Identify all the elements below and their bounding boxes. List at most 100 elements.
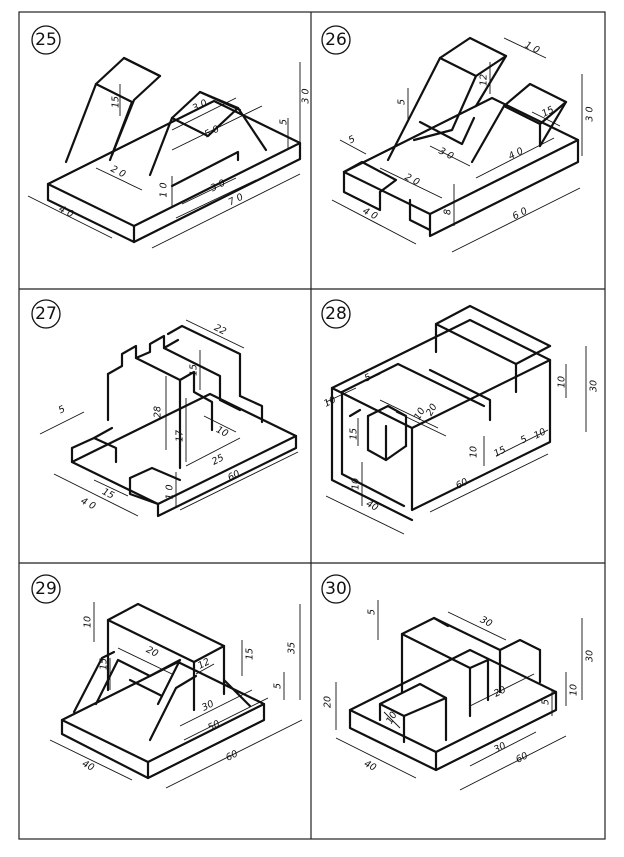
isometric-object-29 [60,602,266,780]
panel-number: 26 [325,30,347,50]
dim-label: 40 [362,758,378,773]
dim-label: 30 [585,650,596,662]
dim-label: 30 [492,740,508,755]
dim-label: 5 [273,683,284,689]
dim-label: 2 0 [109,164,127,181]
dim-label: 5 [367,609,378,615]
dim-label: 5 [397,99,408,105]
isometric-object-26 [342,36,580,238]
panel-number-circle [31,299,61,329]
dim-label: 3 0 [301,88,312,103]
dim-label: 20 [144,644,160,659]
dim-label: 15 [349,428,360,440]
dim-label: 15 [540,104,556,119]
dim-label: 5 [541,699,552,705]
panel-26: 26 [321,25,596,253]
dim-label: 10 [322,394,338,409]
dim-label: 40 [80,758,96,773]
dim-label: 60 [224,748,240,763]
panel-number-circle [31,574,61,604]
dim-label: 25 [210,452,226,467]
dim-label: 28 [153,406,164,418]
outer-border [18,11,606,840]
dimension-labels-27: 22 15 5 28 17 10 25 15 4 0 1 0 60 [57,322,242,512]
dim-label: 1 0 [159,182,170,197]
dim-label: 10 [569,684,580,696]
dim-label: 15 [111,96,122,108]
dim-label: 10 [557,376,568,388]
dim-label: 12 [479,74,490,86]
isometric-object-30 [348,616,558,772]
panel-number-circle [321,574,351,604]
dim-label: 20 [323,696,334,708]
dim-label: 30 [478,614,494,629]
dim-label: 1 0 [523,40,541,57]
panel-29: 29 10 [31,574,303,789]
panel-number: 25 [35,30,57,50]
dimension-labels-29: 10 20 15 12 15 35 5 30 50 60 40 [80,616,297,774]
dim-label: 4 0 [507,146,525,163]
dim-label: 5 [279,119,290,125]
dim-label: 15 [189,364,200,376]
dim-label: 10 [384,710,400,726]
dim-label: 10 [469,446,480,458]
dim-label: 3 0 [191,98,209,115]
dim-label: 15 [245,648,256,660]
dimension-labels-25: 15 3 0 3 0 5 0 5 2 0 1 0 3 0 7 0 4 0 [57,88,312,220]
panel-27: 27 [31,299,299,518]
panel-number-circle [321,25,351,55]
dimensions-29 [49,602,303,789]
dim-label: 20 [492,684,508,699]
dim-label: 2 0 [403,172,421,189]
dim-label: 22 [212,322,228,337]
dim-label: 5 [363,372,373,385]
dim-label: 60 [454,476,470,491]
dim-label: 15 [100,486,116,501]
panel-30: 30 5 [321,574,596,791]
dimensions-30 [335,600,583,791]
dimensions-28 [325,346,587,535]
dim-label: 3 0 [585,106,596,121]
panel-28: 28 [321,299,600,535]
panel-number: 29 [35,579,57,599]
dim-label: 4 0 [79,496,97,513]
dim-label: 60 [226,468,242,483]
grid-frame [18,11,606,840]
dimension-labels-28: 10 5 10 20 15 10 10 30 10 15 5 10 60 40 [322,372,599,514]
isometric-object-27 [70,324,298,518]
dim-label: 5 [519,434,529,447]
dim-label: 10 [214,424,230,439]
dim-label: 12 [196,656,212,671]
dim-label: 15 [99,658,110,670]
dim-label: 40 [364,498,380,513]
panel-25: 25 15 3 0 [27,25,312,249]
panel-number: 28 [325,304,347,324]
panel-number: 27 [35,304,57,324]
dim-label: 10 [412,406,428,422]
dim-label: 20 [424,402,440,418]
panel-number-circle [321,299,351,329]
isometric-object-28 [330,304,552,522]
dimensions-25 [27,62,301,249]
panel-number-circle [31,25,61,55]
isometric-object-25 [46,56,302,244]
dim-label: 3 0 [437,146,455,163]
dim-label: 6 0 [511,206,529,223]
dim-label: 10 [532,426,548,441]
dim-label: 30 [589,380,600,392]
dim-label: 1 0 [165,484,176,499]
dim-label: 30 [200,698,216,713]
dim-label: 10 [83,616,94,628]
dimensions-27 [39,319,299,517]
dim-label: 17 [175,430,186,442]
dimension-labels-30: 5 30 30 20 10 20 10 5 30 60 40 [323,609,596,774]
dim-label: 5 [347,134,357,147]
dim-label: 50 [206,718,222,733]
dim-label: 8 [443,209,454,215]
dimensions-26 [331,37,583,253]
dim-label: 35 [287,642,298,654]
dim-label: 15 [492,444,508,459]
dim-label: 10 [351,478,362,490]
panel-number: 30 [325,579,347,599]
